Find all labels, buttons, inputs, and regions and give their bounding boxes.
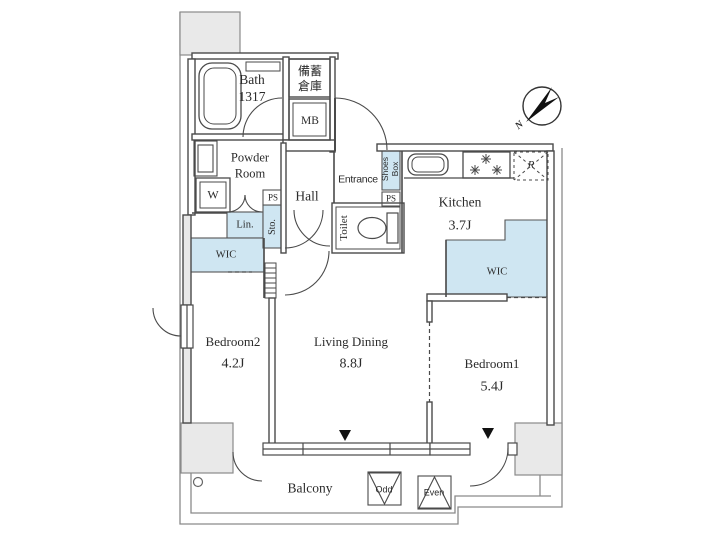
balcony-label: Balcony	[287, 480, 333, 496]
kitchen-label: Kitchen	[438, 194, 482, 210]
living-dining-size: 8.8J	[339, 356, 363, 372]
toilet-icon	[357, 212, 399, 244]
bedroom2-size: 4.2J	[221, 356, 245, 372]
walls	[182, 52, 555, 451]
bedroom2-label: Bedroom2	[205, 333, 261, 349]
common-area-block	[179, 11, 241, 56]
storage-fills	[189, 148, 548, 298]
pillar-right	[514, 422, 563, 476]
even-box-icon	[417, 475, 452, 510]
kitchen-size: 3.7J	[448, 218, 472, 234]
compass-icon	[522, 86, 562, 126]
hall-label: Hall	[295, 188, 319, 204]
odd-label: Odd	[375, 484, 393, 495]
powder-room-label: Powder Room	[230, 150, 270, 180]
even-label: Even	[423, 487, 445, 498]
bedroom1-size: 5.4J	[480, 379, 504, 395]
meter-box-label: MB	[301, 114, 319, 127]
wic-left-label: WIC	[215, 249, 237, 261]
door-arcs	[152, 97, 509, 487]
living-dining-label: Living Dining	[313, 333, 389, 349]
storage-label: Sto.	[266, 219, 278, 235]
balcony-drain	[192, 476, 204, 488]
pipe-space-right-label: PS	[385, 193, 397, 204]
window-direction-markers	[339, 428, 494, 441]
refrigerator-space-icon	[513, 151, 549, 181]
vanity-icon	[193, 140, 218, 177]
pillar-left	[180, 422, 234, 474]
linen-label: Lin.	[236, 219, 254, 231]
shoes-box-label: Shoes Box	[380, 156, 400, 182]
wic-folding-door-icon	[264, 262, 277, 299]
emergency-storage-label: 備蓄倉庫	[297, 64, 322, 93]
pipe-space-left-label: PS	[267, 192, 279, 203]
windows	[180, 304, 518, 456]
wic-right-label: WIC	[486, 266, 508, 278]
bedroom1-label: Bedroom1	[464, 355, 520, 371]
toilet-room	[331, 202, 405, 254]
stove-icon	[462, 151, 511, 179]
washer-label: W	[207, 187, 219, 202]
entrance-label: Entrance	[338, 173, 378, 186]
washer-icon	[195, 177, 231, 213]
refrigerator-space-label: R	[527, 159, 535, 172]
thin-walls	[192, 151, 447, 298]
odd-box-icon	[367, 471, 402, 506]
bath-label: Bath 1317	[238, 72, 266, 104]
sliding-doors	[228, 271, 547, 402]
bathtub-icon	[198, 61, 281, 130]
meter-box-outline	[288, 58, 331, 141]
kitchen-counter	[404, 151, 514, 179]
sink-icon	[407, 153, 449, 176]
toilet-label: Toilet	[338, 215, 351, 241]
